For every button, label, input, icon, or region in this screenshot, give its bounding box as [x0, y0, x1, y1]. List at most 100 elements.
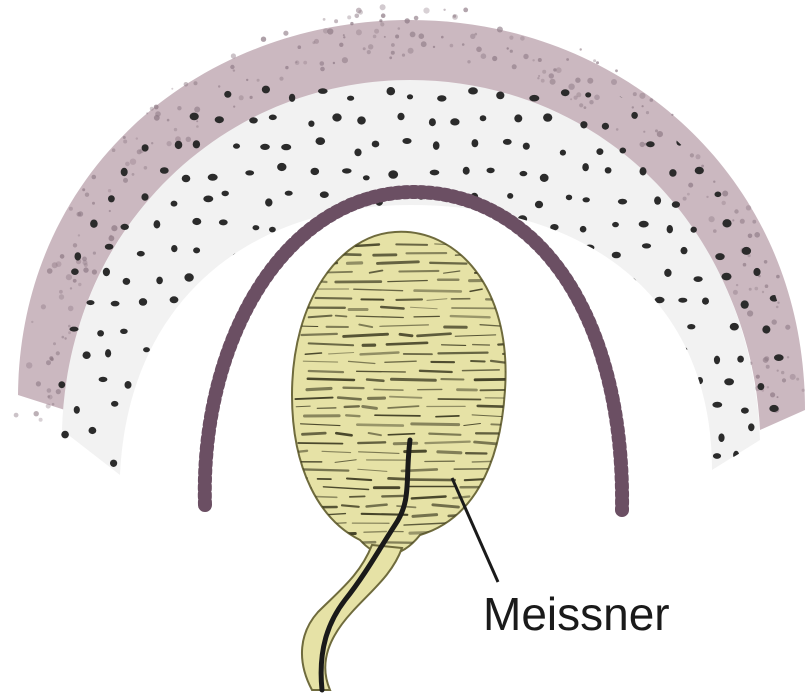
cell-nucleus: [94, 118, 103, 126]
cell-nucleus: [87, 300, 95, 305]
cell-nucleus: [646, 141, 655, 147]
lamella-stroke: [350, 496, 365, 497]
cell-nucleus: [744, 147, 753, 154]
cell-nucleus: [167, 507, 177, 515]
lamella-stroke: [389, 478, 406, 479]
cell-nucleus: [495, 460, 504, 466]
cell-nucleus: [558, 243, 566, 251]
cell-nucleus: [689, 488, 699, 494]
cell-nucleus: [154, 220, 161, 228]
cell-nucleus: [550, 224, 558, 230]
lamella-stroke: [396, 299, 422, 300]
cell-nucleus: [762, 325, 770, 333]
cell-nucleus: [503, 139, 512, 145]
cell-nucleus: [573, 321, 581, 328]
cell-nucleus: [60, 113, 66, 121]
cell-nucleus: [142, 95, 151, 101]
cell-nucleus: [768, 143, 777, 149]
cell-nucleus: [97, 330, 104, 336]
cell-nucleus: [266, 301, 272, 308]
cell-nucleus: [564, 405, 574, 413]
cell-nucleus: [184, 273, 193, 281]
cell-nucleus: [233, 253, 240, 259]
cell-nucleus: [526, 409, 536, 414]
cell-nucleus: [224, 91, 231, 98]
cell-nucleus: [672, 201, 680, 208]
cell-nucleus: [681, 88, 687, 95]
cell-nucleus: [176, 459, 185, 467]
cell-nucleus: [282, 450, 291, 457]
cell-nucleus: [472, 139, 479, 147]
lamella-stroke: [390, 397, 422, 398]
cell-nucleus: [507, 193, 513, 199]
cell-nucleus: [110, 460, 117, 467]
cell-nucleus: [714, 356, 720, 365]
lamella-stroke: [308, 379, 354, 380]
cell-nucleus: [468, 87, 478, 94]
cell-nucleus: [543, 113, 552, 121]
cell-nucleus: [532, 350, 541, 356]
cell-nucleus: [585, 92, 591, 97]
cell-nucleus: [506, 511, 513, 518]
cell-nucleus: [742, 247, 751, 255]
cell-nucleus: [754, 121, 761, 129]
cell-nucleus: [581, 434, 588, 440]
cell-nucleus: [228, 304, 237, 309]
lamella-stroke: [399, 271, 438, 272]
cell-nucleus: [111, 512, 119, 520]
lamella-stroke: [438, 399, 480, 400]
cell-nucleus: [193, 140, 200, 148]
cell-nucleus: [162, 402, 171, 407]
lamella-stroke: [506, 318, 527, 319]
cell-nucleus: [741, 408, 749, 414]
cell-nucleus: [629, 478, 636, 485]
lamella-stroke: [430, 263, 466, 264]
cell-nucleus: [71, 268, 79, 275]
lamella-stroke: [438, 452, 461, 453]
cell-nucleus: [524, 373, 530, 381]
cell-nucleus: [654, 196, 661, 204]
cell-nucleus: [525, 505, 533, 513]
lamella-stroke: [503, 352, 537, 354]
cell-nucleus: [191, 431, 199, 439]
cell-nucleus: [205, 349, 213, 354]
cell-nucleus: [582, 163, 589, 171]
cell-nucleus: [219, 219, 228, 225]
cell-nucleus: [664, 269, 671, 277]
cell-nucleus: [605, 167, 612, 173]
cell-nucleus: [143, 347, 150, 352]
lamella-stroke: [345, 406, 359, 407]
lamella-stroke: [374, 389, 403, 390]
cell-nucleus: [716, 139, 724, 146]
cell-nucleus: [724, 378, 734, 385]
cell-nucleus: [245, 170, 254, 175]
lamella-stroke: [364, 532, 386, 533]
cell-nucleus: [141, 193, 148, 201]
cell-nucleus: [580, 226, 587, 233]
cell-nucleus: [246, 278, 255, 283]
cell-nucleus: [701, 114, 708, 122]
cell-nucleus: [667, 225, 673, 233]
lamella-stroke: [307, 388, 331, 389]
cell-nucleus: [254, 407, 261, 416]
lamella-stroke: [308, 272, 352, 273]
cell-nucleus: [450, 118, 459, 125]
cell-nucleus: [208, 174, 218, 181]
cell-nucleus: [540, 174, 549, 182]
cell-nucleus: [397, 113, 404, 121]
lamella-stroke: [486, 505, 524, 508]
lamella-stroke: [505, 262, 531, 263]
lamella-stroke: [413, 515, 437, 517]
cell-nucleus: [137, 251, 145, 257]
cell-nucleus: [487, 168, 495, 174]
cell-nucleus: [774, 354, 784, 361]
cell-nucleus: [566, 195, 572, 201]
cell-nucleus: [192, 218, 201, 225]
cell-nucleus: [618, 199, 627, 205]
cell-nucleus: [748, 423, 754, 431]
lamella-stroke: [392, 379, 436, 380]
cell-nucleus: [126, 117, 135, 124]
lamella-stroke: [483, 263, 496, 264]
cell-nucleus: [186, 327, 194, 334]
cell-nucleus: [189, 372, 197, 380]
